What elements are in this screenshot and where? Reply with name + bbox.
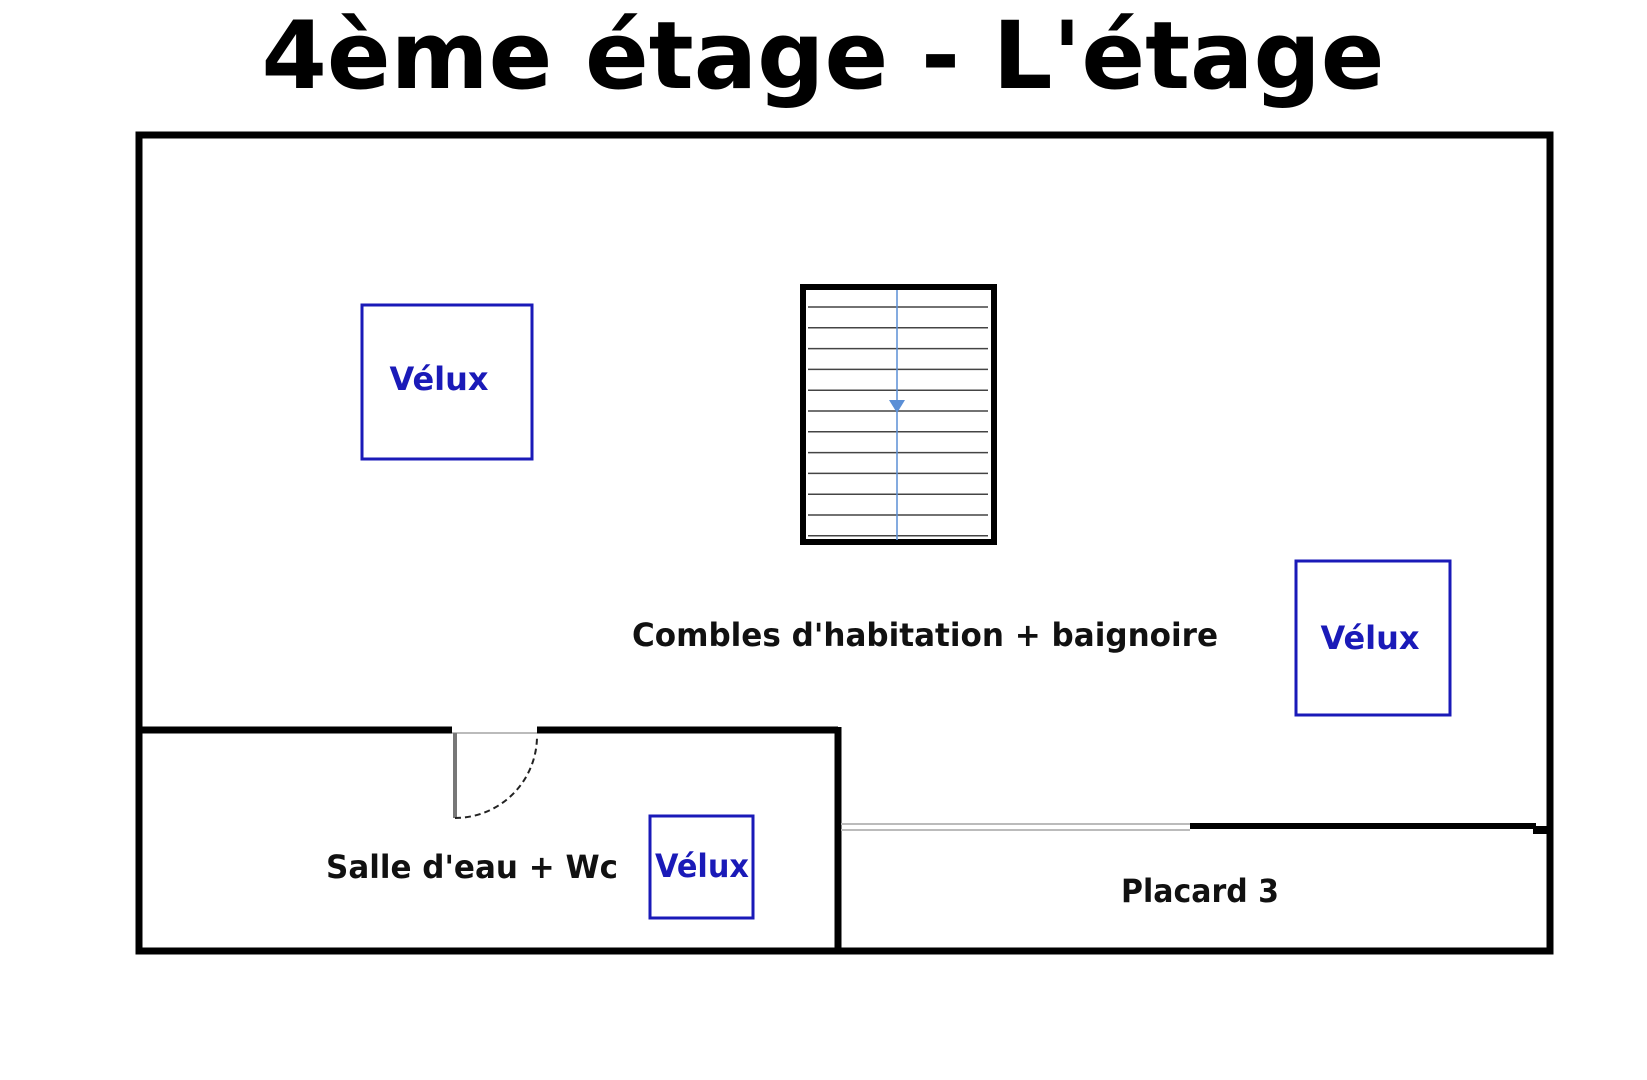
velux-window-1: Vélux [360,303,534,461]
velux-window-icon [1294,559,1452,717]
velux-label: Vélux [389,360,488,398]
velux-window-3: Vélux [648,814,755,920]
velux-window-icon [360,303,534,461]
outer-wall [135,131,1554,955]
room-label-closet: Placard 3 [1121,872,1279,910]
velux-label: Vélux [655,847,749,885]
room-label-bathroom: Salle d'eau + Wc [326,848,618,886]
staircase-icon [800,284,997,545]
velux-window-icon [648,814,755,920]
velux-label: Vélux [1320,619,1419,657]
door-swing-icon [453,733,539,819]
velux-window-2: Vélux [1294,559,1452,717]
room-label-main: Combles d'habitation + baignoire [632,616,1218,654]
page-title: 4ème étage - L'étage [261,2,1384,111]
closet-wall-top [841,823,1547,834]
